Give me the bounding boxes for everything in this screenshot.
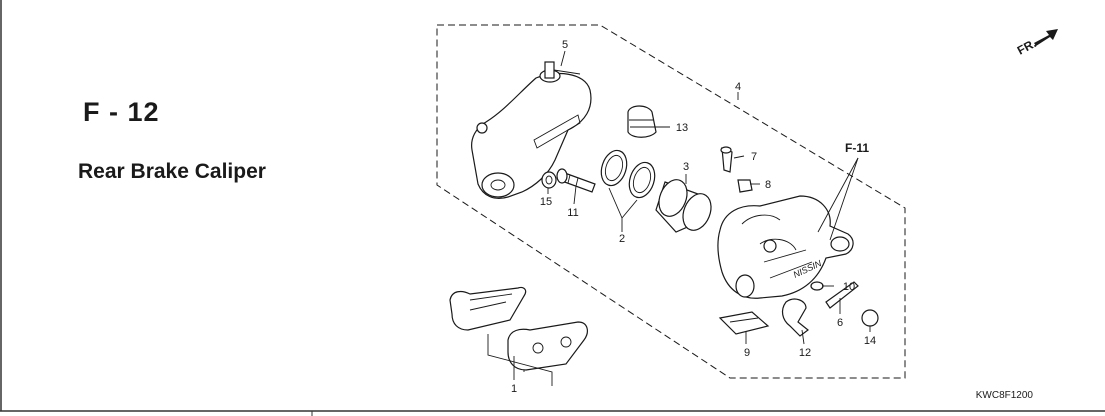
callout-8: 8 <box>765 179 771 191</box>
pad-spring <box>718 311 770 335</box>
callout-11: 11 <box>567 207 578 219</box>
f11-reference-label: F-11 <box>845 141 869 155</box>
callout-13: 13 <box>676 122 688 134</box>
drawing-code: KWC8F1200 <box>976 390 1034 401</box>
flange-bolt <box>781 298 809 337</box>
bleeder-cap <box>737 179 753 193</box>
bleeder-screw <box>720 146 733 173</box>
leader-lines <box>487 50 871 386</box>
callout-14: 14 <box>864 335 876 347</box>
caliper-bracket <box>471 61 592 199</box>
caliper-body: NISSIN <box>717 195 854 299</box>
caliper-assembly-outline <box>436 24 906 379</box>
callout-3: 3 <box>683 161 689 173</box>
dust-boot <box>627 105 657 138</box>
section-title: Rear Brake Caliper <box>78 160 266 183</box>
callout-2: 2 <box>619 233 625 245</box>
section-code: F - 12 <box>83 97 160 127</box>
o-ring-10 <box>810 281 824 291</box>
callout-labels: 1 2 3 4 5 6 7 8 9 10 11 12 13 14 15 <box>511 39 876 395</box>
piston-seals <box>600 149 656 199</box>
slide-pin <box>556 168 596 193</box>
callout-5: 5 <box>562 39 568 51</box>
callout-10: 10 <box>843 281 855 293</box>
pad-pin-plug <box>861 309 879 327</box>
callout-4: 4 <box>735 81 741 93</box>
brake-pads <box>449 286 588 371</box>
f11-reference: F-11 <box>817 141 869 241</box>
pad-pin <box>825 281 859 309</box>
piston <box>655 179 712 233</box>
callout-15: 15 <box>540 196 552 208</box>
callout-6: 6 <box>837 317 843 329</box>
front-direction-arrow: FR. <box>1015 29 1058 58</box>
seal-15 <box>541 171 557 189</box>
front-direction-label: FR. <box>1015 36 1039 57</box>
callout-1: 1 <box>511 383 517 395</box>
callout-7: 7 <box>751 151 757 163</box>
callout-12: 12 <box>799 347 811 359</box>
callout-9: 9 <box>744 347 750 359</box>
